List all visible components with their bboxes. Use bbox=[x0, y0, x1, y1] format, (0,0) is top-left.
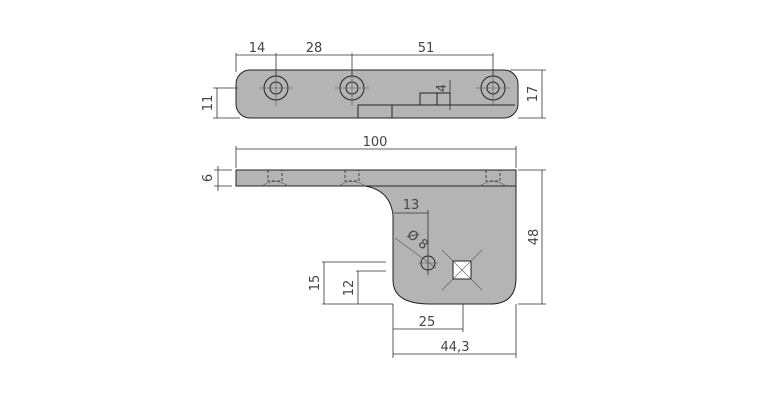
top-view: 14 28 51 4 11 17 bbox=[201, 41, 546, 119]
dim-11-line bbox=[213, 87, 240, 119]
dim-13: 13 bbox=[403, 198, 420, 213]
dim-13-line bbox=[394, 210, 429, 275]
dim-14: 14 bbox=[249, 41, 266, 56]
dim-51: 51 bbox=[418, 41, 435, 56]
dim-100-line bbox=[235, 146, 517, 168]
horizontal-dimension-line bbox=[235, 53, 494, 76]
dim-44-3: 44,3 bbox=[441, 340, 470, 355]
dim-4: 4 bbox=[435, 84, 450, 92]
dim-17-line bbox=[510, 69, 546, 119]
square-hole-cross bbox=[441, 249, 483, 291]
dim-100: 100 bbox=[363, 135, 388, 150]
dim-12: 12 bbox=[342, 280, 357, 297]
dim-48-line bbox=[518, 169, 546, 305]
dim-11: 11 bbox=[201, 95, 216, 112]
dim-48: 48 bbox=[527, 229, 542, 246]
step-lines bbox=[357, 92, 515, 118]
dim-15-12-lines bbox=[322, 261, 393, 305]
dim-17: 17 bbox=[526, 86, 541, 103]
hidden-countersinks bbox=[267, 170, 501, 182]
top-plate bbox=[235, 69, 519, 119]
diameter-leader bbox=[394, 237, 438, 269]
dim-28: 28 bbox=[306, 41, 323, 56]
dim-6: 6 bbox=[201, 174, 216, 182]
dim-25: 25 bbox=[419, 315, 436, 330]
dim-15: 15 bbox=[308, 275, 323, 292]
dim-25-44-lines bbox=[392, 304, 517, 358]
bracket-body bbox=[235, 169, 517, 305]
front-view: 100 6 48 13 Ø 8 15 12 25 44,3 bbox=[201, 135, 546, 358]
dim-6-line bbox=[214, 166, 232, 191]
